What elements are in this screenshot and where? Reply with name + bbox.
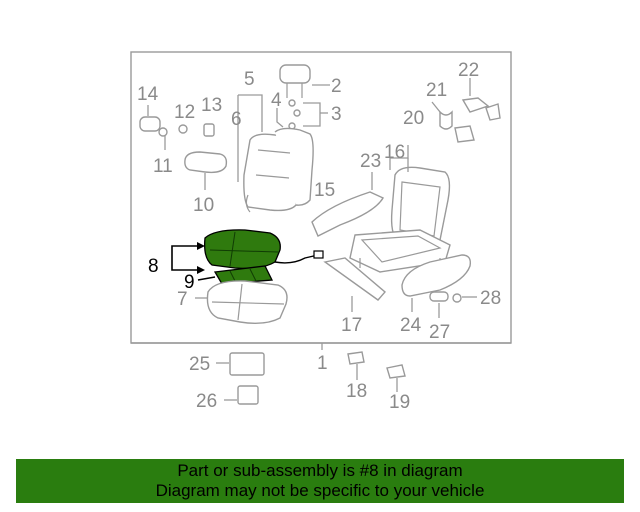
seatback <box>237 94 314 213</box>
callout-20: 20 <box>403 108 424 129</box>
callout-10: 10 <box>193 195 214 216</box>
small-parts-left <box>139 105 228 190</box>
callout-17: 17 <box>341 315 362 336</box>
banner-line-2: Diagram may not be specific to your vehi… <box>155 481 485 500</box>
callout-13: 13 <box>201 95 222 116</box>
callout-14: 14 <box>137 84 159 105</box>
callout-9: 9 <box>184 272 195 293</box>
callout-27: 27 <box>429 322 450 343</box>
callout-3: 3 <box>331 104 342 125</box>
callout-11: 11 <box>153 156 173 177</box>
callout-19: 19 <box>389 392 410 413</box>
callout-22: 22 <box>458 60 479 81</box>
callout-16: 16 <box>384 142 405 163</box>
callout-25: 25 <box>189 354 210 375</box>
side-shield <box>401 254 472 312</box>
callout-15: 15 <box>314 180 335 201</box>
screws <box>288 99 328 130</box>
knobs <box>429 291 477 318</box>
callout-6: 6 <box>231 109 242 130</box>
callout-26: 26 <box>196 391 217 412</box>
seat-cushion-cover <box>195 280 288 325</box>
callout-18: 18 <box>346 381 367 402</box>
arrow-8b <box>197 266 205 274</box>
rail-cover <box>323 257 386 312</box>
hinge-parts <box>431 78 501 143</box>
side-trim <box>311 172 384 237</box>
callout-7: 7 <box>177 289 188 310</box>
callout-8: 8 <box>148 256 159 277</box>
callout-1: 1 <box>317 353 328 374</box>
headrest <box>279 64 330 98</box>
banner-line-1: Part or sub-assembly is #8 in diagram <box>177 461 463 480</box>
callout-12: 12 <box>174 102 195 123</box>
arrow-8a <box>197 242 205 250</box>
info-banner: Part or sub-assembly is #8 in diagram Di… <box>16 459 624 503</box>
callout-23: 23 <box>360 151 381 172</box>
callout-21: 21 <box>426 80 447 101</box>
bottom-parts <box>216 351 406 405</box>
leader-8 <box>171 245 203 271</box>
callout-24: 24 <box>400 315 422 336</box>
callout-5: 5 <box>244 69 255 90</box>
callout-4: 4 <box>271 90 282 111</box>
seat-cushion-pad-highlighted <box>204 229 324 270</box>
callout-2: 2 <box>331 76 342 97</box>
callout-28: 28 <box>480 288 501 309</box>
leader-9 <box>197 276 216 281</box>
